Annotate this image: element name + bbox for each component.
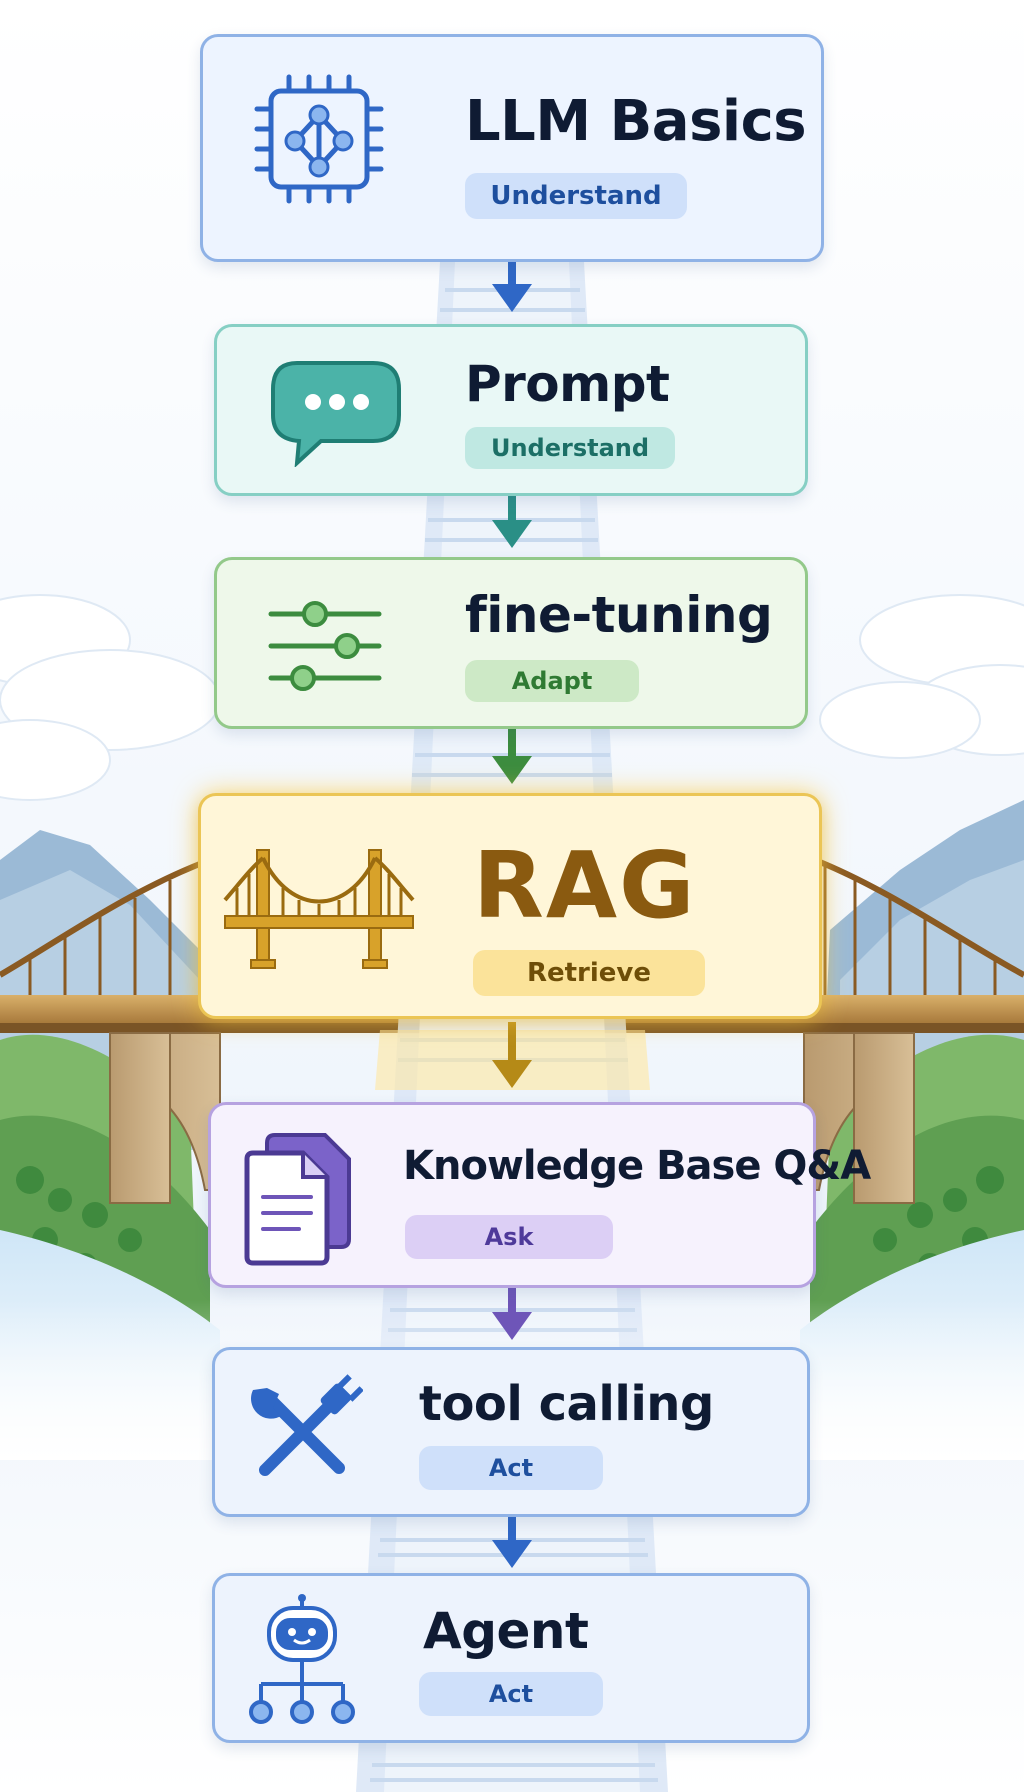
step-card-llm-basics: LLM Basics Understand [200, 34, 824, 262]
step-badge: Understand [465, 173, 687, 219]
arrow-down-icon [492, 1507, 532, 1568]
bridge-icon [223, 849, 415, 969]
step-badge: Act [419, 1446, 603, 1490]
step-card-fine-tuning: fine-tuning Adapt [214, 557, 808, 729]
arrow-down-icon [492, 250, 532, 312]
step-title: Knowledge Base Q&A [403, 1143, 871, 1189]
step-badge: Act [419, 1672, 603, 1716]
arrow-down-icon [492, 486, 532, 548]
step-card-agent: Agent Act [212, 1573, 810, 1743]
clouds [0, 594, 1024, 801]
chip-network-icon [254, 74, 384, 204]
robot-network-icon [249, 1594, 355, 1724]
flow-arrows [492, 250, 532, 1568]
step-badge: Adapt [465, 660, 639, 702]
sliders-icon [268, 601, 382, 691]
step-card-knowledge-base-qa: Knowledge Base Q&A Ask [208, 1102, 871, 1288]
chat-bubble-icon [271, 361, 401, 467]
step-title: Prompt [465, 355, 670, 413]
step-badge: Retrieve [473, 950, 705, 996]
step-badge: Ask [405, 1215, 613, 1259]
step-title: fine-tuning [465, 586, 773, 644]
step-title: LLM Basics [465, 89, 807, 154]
step-card-prompt: Prompt Understand [214, 324, 808, 496]
step-title: Agent [423, 1602, 589, 1660]
step-title: RAG [473, 832, 697, 939]
wrench-plug-icon [251, 1374, 363, 1476]
step-card-tool-calling: tool calling Act [212, 1347, 810, 1517]
step-card-rag: RAG Retrieve [198, 793, 822, 1019]
documents-icon [244, 1133, 351, 1266]
step-badge: Understand [465, 427, 675, 469]
arrow-down-icon [492, 1022, 532, 1088]
step-title: tool calling [419, 1376, 714, 1432]
arrow-down-icon [492, 1278, 532, 1340]
arrow-down-icon [492, 719, 532, 784]
